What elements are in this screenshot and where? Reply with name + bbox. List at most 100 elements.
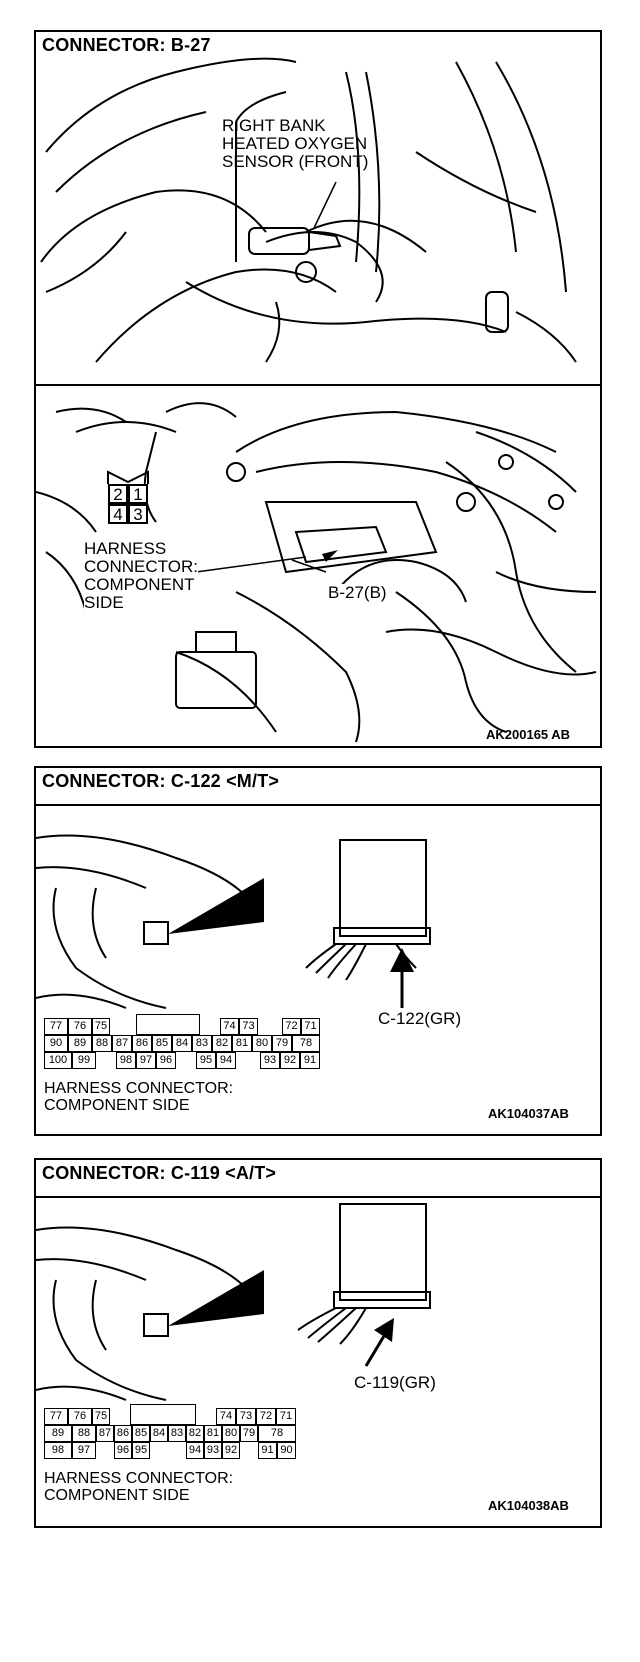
c122-pin: 95 bbox=[196, 1052, 216, 1069]
c122-pin: 85 bbox=[152, 1035, 172, 1052]
c119-pin: 86 bbox=[114, 1425, 132, 1442]
c119-pin: 79 bbox=[240, 1425, 258, 1442]
sensor-label-line-2: HEATED OXYGEN bbox=[222, 134, 368, 153]
c119-pin: 98 bbox=[44, 1442, 72, 1459]
b27-pin: 2 bbox=[108, 484, 128, 504]
c122-pin: 84 bbox=[172, 1035, 192, 1052]
c122-pin: 72 bbox=[282, 1018, 301, 1035]
panel1-title: CONNECTOR: B-27 bbox=[42, 35, 211, 55]
c122-pin: 94 bbox=[216, 1052, 236, 1069]
c119-pin: 94 bbox=[186, 1442, 204, 1459]
c122-pin: 83 bbox=[192, 1035, 212, 1052]
c122-pin: 74 bbox=[220, 1018, 239, 1035]
intake-manifold-illustration bbox=[36, 402, 597, 743]
panel2-figure-code: AK104037AB bbox=[488, 1106, 569, 1121]
sensor-label-line-3: SENSOR (FRONT) bbox=[222, 152, 369, 171]
c119-pin: 87 bbox=[96, 1425, 114, 1442]
c119-pin: 71 bbox=[276, 1408, 296, 1425]
c122-pin: 88 bbox=[92, 1035, 112, 1052]
b27-harness-label: HARNESS CONNECTOR: COMPONENT SIDE bbox=[84, 540, 198, 612]
panel1-figure-code: AK200165 AB bbox=[486, 727, 571, 742]
c119-pin: 81 bbox=[204, 1425, 222, 1442]
c122-pin: 93 bbox=[260, 1052, 280, 1069]
c119-harness-label: HARNESS CONNECTOR: COMPONENT SIDE bbox=[44, 1470, 233, 1504]
c119-pin: 90 bbox=[277, 1442, 296, 1459]
connector-key-icon bbox=[107, 470, 149, 484]
c122-pin: 98 bbox=[116, 1052, 136, 1069]
c122-pin: 90 bbox=[44, 1035, 68, 1052]
harness-label-line-1: HARNESS CONNECTOR: bbox=[44, 1470, 234, 1487]
c119-pin: 91 bbox=[258, 1442, 277, 1459]
c119-pin-gap bbox=[130, 1404, 196, 1425]
dashboard-illustration bbox=[36, 1203, 431, 1401]
c119-pin: 75 bbox=[92, 1408, 110, 1425]
harness-label-line-4: SIDE bbox=[84, 593, 124, 612]
panel2-title: CONNECTOR: C-122 <M/T> bbox=[42, 771, 280, 791]
c122-pin: 99 bbox=[72, 1052, 96, 1069]
c122-pin: 92 bbox=[280, 1052, 300, 1069]
b27-callout: B-27(B) bbox=[328, 583, 387, 602]
c119-pin: 80 bbox=[222, 1425, 240, 1442]
c119-pin: 92 bbox=[222, 1442, 240, 1459]
harness-label-line-1: HARNESS bbox=[84, 539, 167, 558]
b27-pin-diagram: 2 1 4 3 bbox=[106, 470, 150, 524]
c119-pin: 83 bbox=[168, 1425, 186, 1442]
c119-pin: 88 bbox=[72, 1425, 96, 1442]
panel2-divider bbox=[36, 804, 600, 806]
c119-pin: 96 bbox=[114, 1442, 132, 1459]
sensor-label-line-1: RIGHT BANK bbox=[222, 116, 326, 135]
sensor-label: RIGHT BANK HEATED OXYGEN SENSOR (FRONT) bbox=[222, 117, 368, 171]
c119-pin-grid: 77 76 75 74 73 72 71 89 88 87 86 85 84 8… bbox=[44, 1404, 374, 1459]
c122-pin: 81 bbox=[232, 1035, 252, 1052]
panel3-title: CONNECTOR: C-119 <A/T> bbox=[42, 1163, 277, 1183]
c122-pin: 73 bbox=[239, 1018, 258, 1035]
c119-callout: C-119(GR) bbox=[354, 1373, 436, 1392]
c122-pin: 97 bbox=[136, 1052, 156, 1069]
c122-pin: 76 bbox=[68, 1018, 92, 1035]
harness-label-line-2: COMPONENT SIDE bbox=[44, 1097, 190, 1114]
c119-pin: 89 bbox=[44, 1425, 72, 1442]
c119-pin: 74 bbox=[216, 1408, 236, 1425]
c122-pin: 87 bbox=[112, 1035, 132, 1052]
panel1-divider bbox=[36, 384, 600, 386]
c119-pin: 85 bbox=[132, 1425, 150, 1442]
c119-pin: 77 bbox=[44, 1408, 68, 1425]
b27-pin: 3 bbox=[128, 504, 148, 524]
connector-c119-panel: CONNECTOR: C-119 <A/T> C-119(GR) 77 76 7… bbox=[34, 1158, 602, 1528]
panel3-figure-code: AK104038AB bbox=[488, 1498, 569, 1513]
c122-pin: 79 bbox=[272, 1035, 292, 1052]
harness-label-line-1: HARNESS CONNECTOR: bbox=[44, 1080, 234, 1097]
c122-pin: 75 bbox=[92, 1018, 110, 1035]
panel3-divider bbox=[36, 1196, 600, 1198]
connector-c122-panel: CONNECTOR: C-122 <M/T> C-122(GR) 77 76 7… bbox=[34, 766, 602, 1136]
c122-pin: 77 bbox=[44, 1018, 68, 1035]
connector-b27-panel: CONNECTOR: B-27 RIGHT BANK HEATED OXYGEN… bbox=[34, 30, 602, 748]
harness-label-line-2: COMPONENT SIDE bbox=[44, 1487, 190, 1504]
c122-pin: 96 bbox=[156, 1052, 176, 1069]
c122-pin: 86 bbox=[132, 1035, 152, 1052]
c122-pin: 89 bbox=[68, 1035, 92, 1052]
c119-pin: 82 bbox=[186, 1425, 204, 1442]
c122-pin: 78 bbox=[292, 1035, 320, 1052]
c122-pin-gap bbox=[136, 1014, 200, 1035]
c122-pin: 71 bbox=[301, 1018, 320, 1035]
harness-label-line-3: COMPONENT bbox=[84, 575, 195, 594]
c119-pin: 95 bbox=[132, 1442, 150, 1459]
dashboard-illustration bbox=[36, 834, 431, 1009]
c122-pin: 82 bbox=[212, 1035, 232, 1052]
c122-pin: 80 bbox=[252, 1035, 272, 1052]
c122-pin-grid: 77 76 75 74 73 72 71 90 89 88 87 86 85 8… bbox=[44, 1014, 374, 1069]
harness-label-line-2: CONNECTOR: bbox=[84, 557, 198, 576]
c122-pin: 91 bbox=[300, 1052, 320, 1069]
c119-pin: 84 bbox=[150, 1425, 168, 1442]
c119-pin: 93 bbox=[204, 1442, 222, 1459]
b27-pin: 4 bbox=[108, 504, 128, 524]
engine-bay-illustration bbox=[40, 57, 577, 363]
c119-pin: 76 bbox=[68, 1408, 92, 1425]
c119-pin: 72 bbox=[256, 1408, 276, 1425]
c122-pin: 100 bbox=[44, 1052, 72, 1069]
c119-pin: 78 bbox=[258, 1425, 296, 1442]
c119-pin: 97 bbox=[72, 1442, 96, 1459]
c122-callout: C-122(GR) bbox=[378, 1009, 462, 1028]
c119-pin: 73 bbox=[236, 1408, 256, 1425]
